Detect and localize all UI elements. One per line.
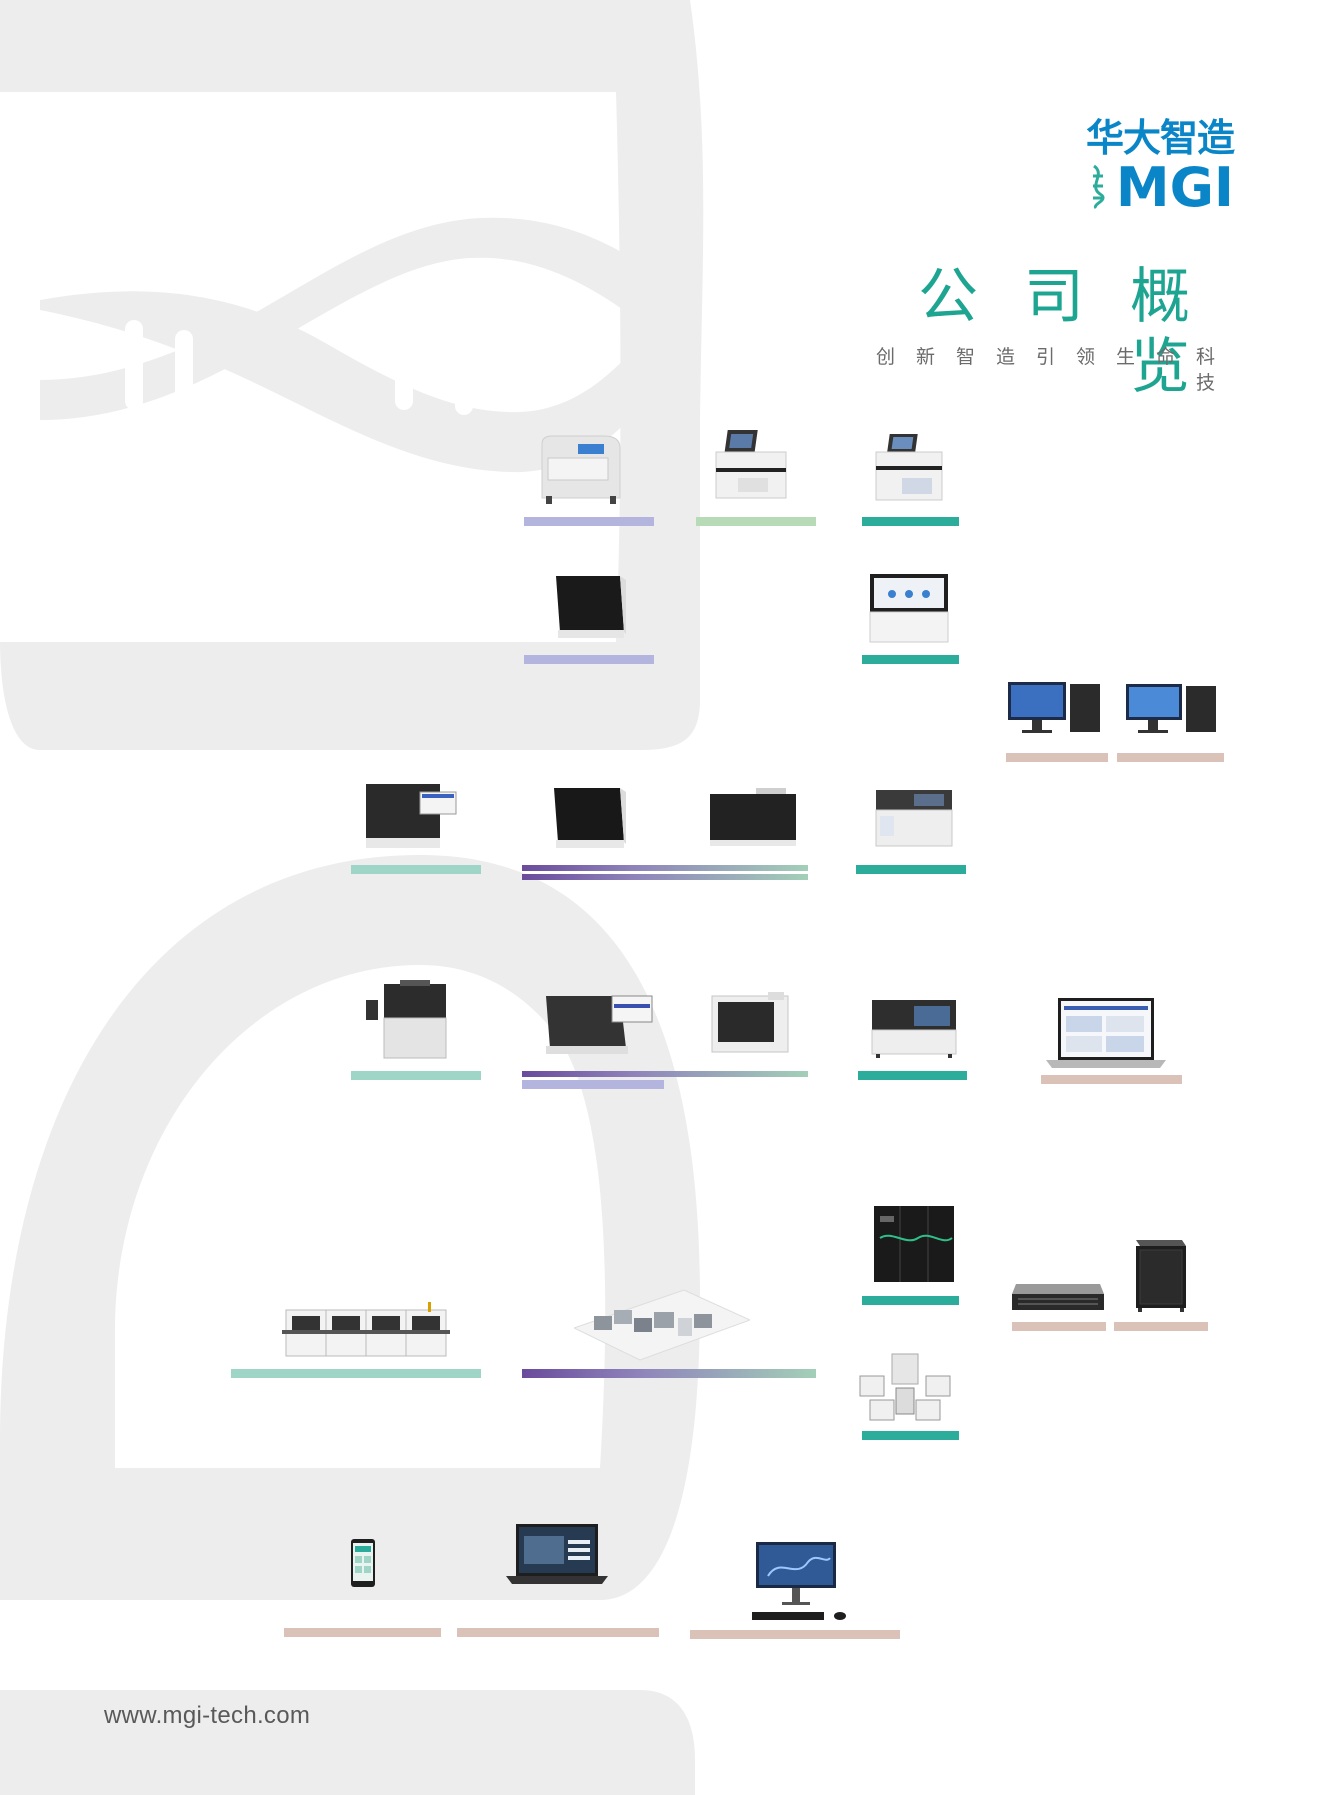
black-cabinet-instrument-icon <box>710 788 796 846</box>
product-bar <box>1117 753 1224 762</box>
product-bar <box>1114 1322 1208 1331</box>
website-url[interactable]: www.mgi-tech.com <box>104 1702 311 1729</box>
product-bar <box>284 1628 441 1637</box>
laptop-software-icon <box>506 1524 608 1584</box>
brand-logo-chinese: 华大智造 <box>1085 116 1235 160</box>
product-bar <box>522 1080 664 1089</box>
robotic-cell-icon <box>859 1353 951 1421</box>
product-bar <box>858 1071 967 1080</box>
product-bar <box>522 1369 816 1378</box>
product-bar <box>457 1628 659 1637</box>
laptop-software-icon <box>1046 998 1166 1068</box>
product-bar <box>862 517 959 526</box>
product-bar <box>524 517 654 526</box>
sequencer-icon <box>871 1000 957 1058</box>
product-bar <box>862 655 959 664</box>
compact-touchscreen-instrument-icon <box>875 434 943 501</box>
benchtop-instrument-icon <box>541 435 621 504</box>
product-bar <box>524 655 654 664</box>
product-bar <box>351 1071 481 1080</box>
white-cabinet-instrument-icon <box>711 992 789 1053</box>
product-bar <box>522 1071 808 1077</box>
production-line-icon <box>282 1302 450 1357</box>
product-bar <box>690 1630 900 1639</box>
workstation-computer-icon <box>1126 684 1216 733</box>
dna-helix-icon <box>1092 164 1105 210</box>
black-cabinet-instrument-icon <box>556 576 626 638</box>
workstation-computer-icon <box>1008 682 1100 733</box>
background-dna-rungs <box>125 285 473 415</box>
brand-logo-mgi: MGI <box>1092 160 1234 210</box>
product-bar <box>856 865 966 874</box>
desktop-monitor-icon <box>752 1542 846 1620</box>
background-frame-footer <box>0 1690 695 1795</box>
automated-workstation-icon <box>366 784 457 848</box>
black-cabinet-instrument-icon <box>554 788 626 848</box>
lab-automation-system-icon <box>574 1289 750 1361</box>
background-frame-top <box>0 0 704 750</box>
product-bar <box>1006 753 1108 762</box>
product-bar <box>351 865 481 874</box>
product-bar <box>522 874 808 880</box>
sequencer-icon <box>875 790 953 847</box>
automated-workstation-icon <box>366 980 447 1059</box>
background-frame-bottom <box>0 855 700 1600</box>
server-tower-icon <box>1136 1240 1186 1312</box>
product-bar <box>231 1369 481 1378</box>
server-rack-icon <box>1012 1284 1104 1310</box>
high-throughput-sequencer-icon <box>874 1206 954 1282</box>
liquid-handler-icon <box>546 995 653 1054</box>
page-title: 公司概览 <box>918 262 1236 402</box>
product-bar <box>1012 1322 1106 1331</box>
product-bar <box>522 865 808 871</box>
mobile-app-icon <box>351 1539 375 1587</box>
product-bar <box>696 517 816 526</box>
product-bar <box>1041 1075 1182 1084</box>
touchscreen-analyzer-icon <box>869 574 949 643</box>
compact-touchscreen-instrument-icon <box>715 430 787 499</box>
product-bar <box>862 1431 959 1440</box>
product-bar <box>862 1296 959 1305</box>
brand-logo-mgi-text: MGI <box>1116 160 1234 210</box>
page-slogan: 创新智造引领生命科技 <box>875 346 1236 394</box>
